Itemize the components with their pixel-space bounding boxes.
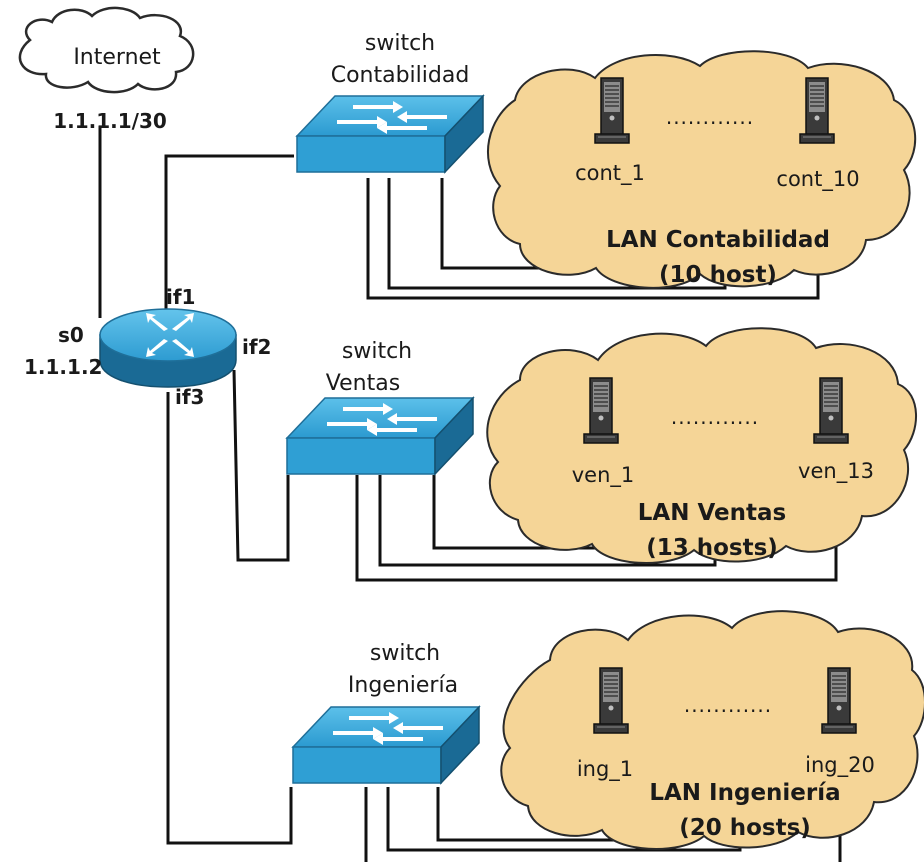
wire-if1-contabilidad bbox=[164, 154, 294, 318]
router-if3-label: if3 bbox=[175, 385, 204, 409]
lan-ingenieria-dots: ............ bbox=[684, 693, 772, 717]
lan-contabilidad-subtitle: (10 host) bbox=[659, 262, 777, 288]
lan-ventas: ............ ven_1 ven_13 LAN Ventas (13… bbox=[486, 327, 917, 564]
host-ven-1-label: ven_1 bbox=[572, 463, 635, 488]
switch-ventas-label-1: switch bbox=[342, 339, 412, 364]
switch-icon bbox=[286, 397, 474, 475]
lan-contabilidad: ............ cont_1 cont_10 LAN Contabil… bbox=[486, 50, 917, 289]
lan-ingenieria-title: LAN Ingeniería bbox=[649, 780, 840, 806]
internet-cloud-shape bbox=[18, 6, 195, 94]
host-ven-13-label: ven_13 bbox=[798, 459, 874, 484]
switch-contabilidad: switch Contabilidad bbox=[296, 31, 484, 173]
switch-contabilidad-label-1: switch bbox=[365, 31, 435, 56]
wire-if2-ventas bbox=[232, 369, 290, 562]
internet-ip-label: 1.1.1.1/30 bbox=[53, 109, 167, 133]
switch-ingenieria-label-1: switch bbox=[370, 641, 440, 666]
lan-ingenieria-cloud bbox=[500, 610, 924, 850]
router-if2-label: if2 bbox=[242, 335, 271, 359]
switch-ventas: switch Ventas bbox=[286, 339, 474, 475]
wire-if3-ingenieria bbox=[166, 392, 293, 845]
router-arrows-icon bbox=[146, 313, 194, 357]
host-cont-10-label: cont_10 bbox=[776, 167, 859, 192]
router-top bbox=[99, 308, 237, 362]
switch-icon bbox=[296, 95, 484, 173]
switch-ingenieria-label-2: Ingeniería bbox=[348, 673, 458, 698]
lan-ventas-dots: ............ bbox=[671, 405, 759, 429]
switch-contabilidad-label-2: Contabilidad bbox=[331, 63, 470, 88]
internet-cloud: Internet 1.1.1.1/30 bbox=[18, 6, 195, 133]
switch-icon bbox=[292, 706, 480, 784]
switch-ventas-label-2: Ventas bbox=[326, 371, 400, 396]
host-cont-1-label: cont_1 bbox=[575, 161, 645, 186]
host-ing-1-label: ing_1 bbox=[577, 757, 633, 782]
lan-ventas-title: LAN Ventas bbox=[638, 500, 786, 526]
lan-ventas-cloud bbox=[486, 327, 917, 564]
host-ing-20-label: ing_20 bbox=[805, 753, 875, 778]
router-s0-ip-label: 1.1.1.2 bbox=[24, 355, 102, 379]
router-if1-label: if1 bbox=[166, 285, 195, 309]
internet-label: Internet bbox=[73, 45, 161, 70]
lan-contabilidad-dots: ............ bbox=[666, 105, 754, 129]
switch-ingenieria: switch Ingeniería bbox=[292, 641, 480, 784]
lan-ingenieria-subtitle: (20 hosts) bbox=[679, 815, 811, 841]
lan-ventas-subtitle: (13 hosts) bbox=[646, 535, 778, 561]
lan-ingenieria: ............ ing_1 ing_20 LAN Ingeniería… bbox=[500, 610, 924, 850]
lan-contabilidad-title: LAN Contabilidad bbox=[606, 227, 830, 253]
router-s0-label: s0 bbox=[58, 323, 84, 347]
router bbox=[99, 308, 237, 388]
